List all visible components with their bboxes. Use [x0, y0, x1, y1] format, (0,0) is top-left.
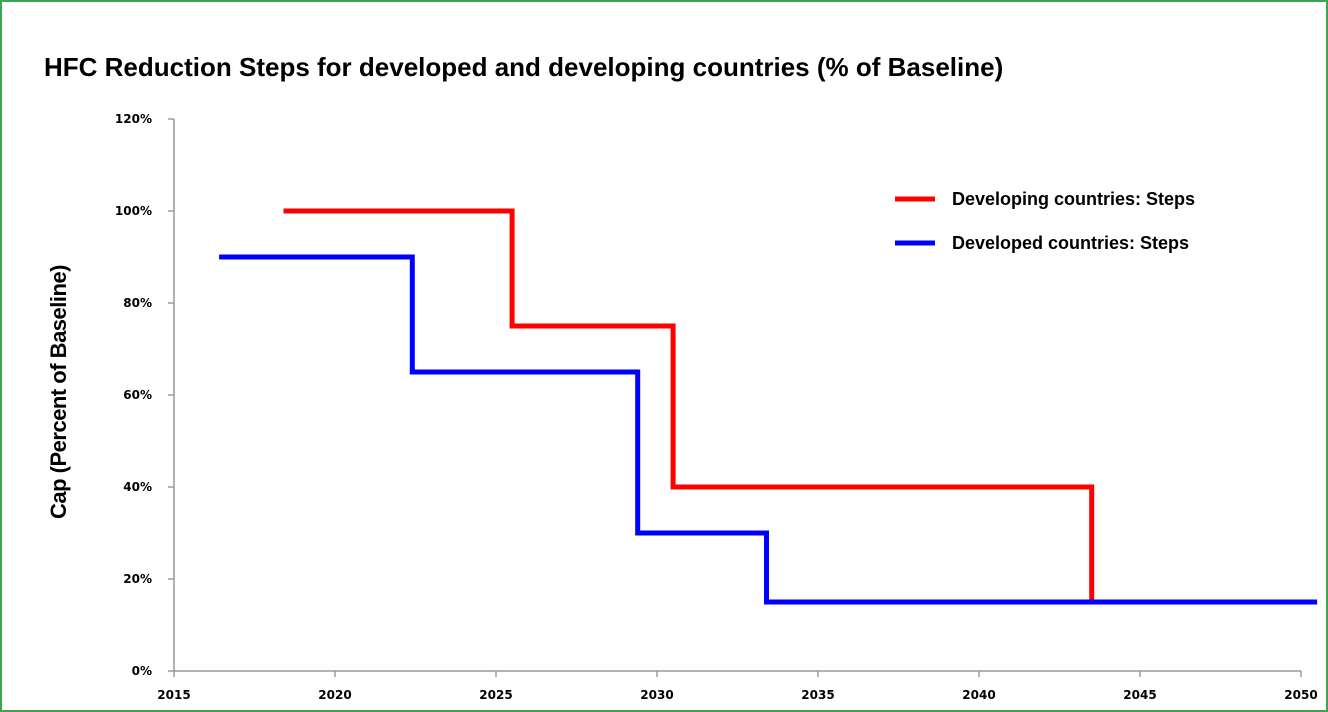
x-ticks: 2015 2020 2025 2030 2035 2040 2045 2050	[157, 671, 1318, 702]
legend-item-developed: Developed countries: Steps	[895, 233, 1189, 253]
x-tick-label: 2025	[479, 688, 512, 702]
y-tick-label: 40%	[123, 480, 152, 494]
y-tick-label: 120%	[115, 112, 152, 126]
x-tick-label: 2045	[1123, 688, 1156, 702]
legend-item-developing: Developing countries: Steps	[895, 189, 1195, 209]
y-ticks: 0% 20% 40% 60% 80% 100% 120%	[115, 112, 174, 678]
x-tick-label: 2030	[640, 688, 673, 702]
y-tick-label: 80%	[123, 296, 152, 310]
chart-title: HFC Reduction Steps for developed and de…	[44, 52, 1004, 82]
y-tick-label: 20%	[123, 572, 152, 586]
x-tick-label: 2050	[1284, 688, 1317, 702]
series-layer	[219, 208, 1318, 605]
y-tick-label: 60%	[123, 388, 152, 402]
legend-label-developing: Developing countries: Steps	[952, 189, 1195, 209]
series-line-developing	[283, 208, 1095, 602]
x-tick-label: 2020	[318, 688, 351, 702]
x-tick-label: 2015	[157, 688, 190, 702]
legend: Developing countries: Steps Developed co…	[895, 189, 1195, 253]
y-tick-label: 0%	[132, 664, 152, 678]
x-tick-label: 2040	[962, 688, 995, 702]
series-line-developed	[219, 254, 1318, 605]
legend-label-developed: Developed countries: Steps	[952, 233, 1189, 253]
x-tick-label: 2035	[801, 688, 834, 702]
y-tick-label: 100%	[115, 204, 152, 218]
